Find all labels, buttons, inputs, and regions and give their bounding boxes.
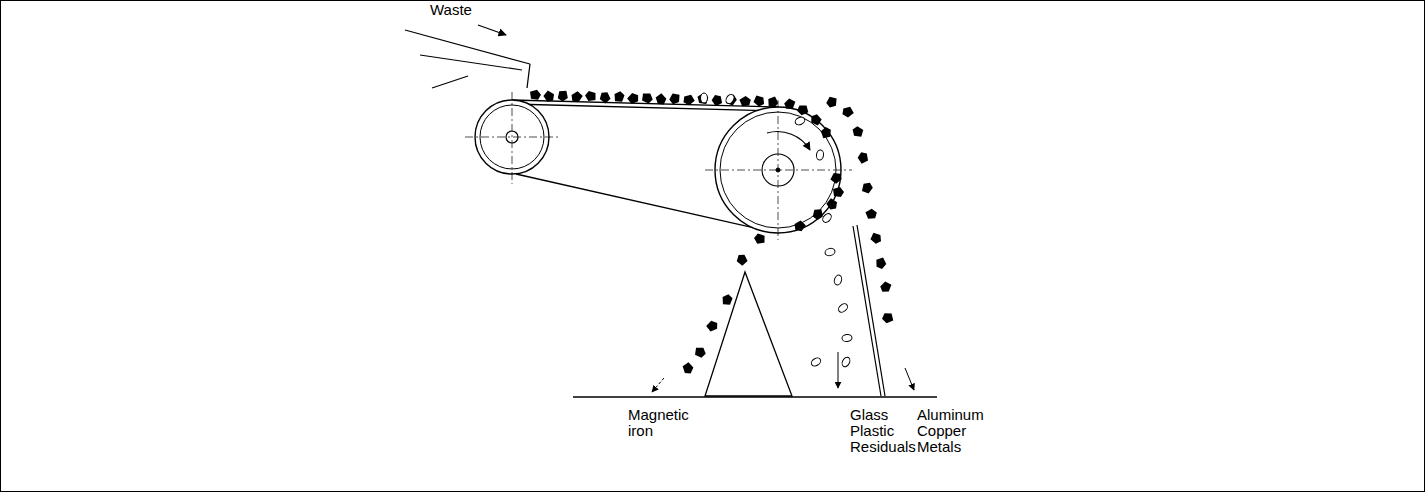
metal-particle: [682, 93, 696, 107]
metal-particle: [869, 231, 884, 245]
metal-particle: [833, 187, 844, 197]
metal-particle: [654, 92, 668, 106]
metal-particle: [878, 280, 893, 295]
metal-particle: [668, 92, 681, 106]
metal-particle: [865, 208, 878, 220]
output-label: Aluminum Copper Metals: [917, 407, 984, 455]
metal-particle: [641, 92, 654, 105]
metal-particle: [856, 151, 869, 165]
glass-particle: [842, 334, 853, 342]
feed-label: Waste: [430, 2, 472, 18]
metal-particle: [782, 97, 797, 112]
metal-particle: [734, 252, 748, 267]
glass-particle: [724, 93, 735, 105]
glass-particle: [833, 274, 843, 286]
idler-pulley: [465, 92, 560, 184]
metal-particle: [752, 94, 767, 108]
metal-particle: [626, 91, 641, 105]
glass-particle: [816, 150, 824, 161]
metal-particle: [825, 197, 840, 212]
output-label: Magnetic iron: [628, 407, 689, 439]
feed-arrow: [478, 25, 506, 35]
glass-particle: [821, 212, 833, 224]
glass-particle: [794, 116, 806, 126]
output-label: Glass Plastic Residuals: [850, 407, 916, 455]
metal-particle: [721, 293, 733, 306]
metal-particle: [705, 319, 720, 333]
particles: [530, 89, 893, 375]
splitter: [705, 272, 792, 396]
metal-particle: [558, 90, 569, 102]
metal-particle: [542, 89, 557, 104]
metal-particle: [695, 92, 709, 106]
metal-particle: [821, 127, 832, 139]
deflector-plate: [853, 225, 885, 396]
metal-particle: [808, 112, 823, 127]
glass-particle: [837, 302, 849, 314]
fall-arrows: [652, 352, 914, 392]
metal-particle: [841, 105, 855, 118]
metal-particle: [875, 257, 887, 270]
metal-particle: [530, 90, 541, 100]
metal-particle: [694, 346, 707, 359]
glass-particle: [824, 247, 835, 256]
metal-particle: [850, 125, 864, 139]
metal-particle: [584, 91, 596, 102]
metal-particle: [739, 95, 752, 108]
metal-particle: [882, 313, 894, 324]
glass-particle: [810, 356, 822, 367]
metal-particle: [681, 361, 695, 375]
metal-particle: [792, 219, 807, 234]
metal-particle: [796, 104, 808, 115]
metal-particle: [724, 92, 738, 106]
metal-particle: [597, 90, 612, 105]
metal-particle: [812, 209, 823, 221]
metal-particle: [767, 96, 779, 109]
feed-chute: [405, 30, 530, 88]
metal-particle: [710, 93, 723, 107]
ground-line: [573, 396, 937, 397]
metal-particle: [829, 170, 844, 185]
glass-particle: [701, 93, 708, 103]
metal-particle: [613, 90, 625, 103]
metal-particle: [825, 96, 838, 110]
glass-particle: [841, 356, 852, 368]
metal-particle: [860, 180, 874, 194]
magnetic-drum: [705, 100, 852, 240]
metal-particle: [753, 233, 765, 245]
metal-particle: [569, 90, 584, 105]
